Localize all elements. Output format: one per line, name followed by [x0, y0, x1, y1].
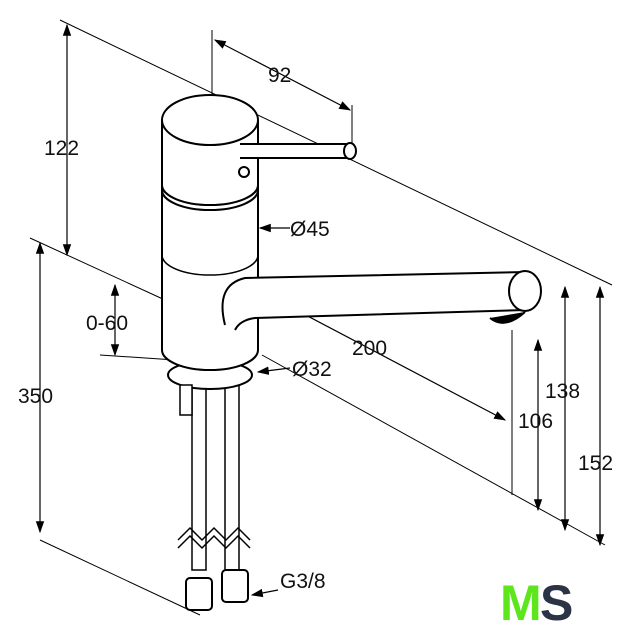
hose: [224, 374, 240, 576]
lever-end: [343, 142, 357, 160]
hose: [191, 379, 207, 571]
label-200: 200: [352, 337, 387, 360]
bolt: [179, 384, 193, 416]
break-mark: [177, 526, 251, 542]
nut: [185, 577, 213, 611]
leader-g38: [250, 588, 279, 598]
aerator: [489, 311, 526, 324]
label-diameter-32: Ø32: [292, 358, 332, 381]
body-ring: [161, 184, 259, 206]
label-0-60: 0-60: [86, 312, 128, 335]
logo-m: M: [500, 575, 542, 631]
body-ring: [161, 254, 259, 276]
spout: [221, 270, 526, 331]
spout-end: [508, 270, 542, 312]
lever-pivot: [238, 166, 250, 178]
nut: [221, 569, 249, 603]
label-350: 350: [18, 385, 53, 408]
lever: [240, 143, 351, 159]
label-92: 92: [268, 64, 291, 87]
label-122: 122: [44, 137, 79, 160]
label-152: 152: [578, 452, 613, 475]
label-diameter-45: Ø45: [290, 218, 330, 241]
body-top: [161, 94, 259, 146]
dim-92: [213, 39, 352, 111]
logo-s: S: [540, 575, 573, 631]
extension-line: [29, 237, 166, 301]
leader-32: [256, 366, 291, 375]
label-106: 106: [518, 410, 553, 433]
label-g38: G3/8: [280, 570, 326, 593]
break-mark: [177, 534, 251, 550]
label-138: 138: [545, 380, 580, 403]
body-ring: [161, 189, 259, 211]
extension-line: [39, 539, 201, 616]
ms-logo: M S: [500, 575, 573, 631]
faucet: [161, 94, 542, 611]
